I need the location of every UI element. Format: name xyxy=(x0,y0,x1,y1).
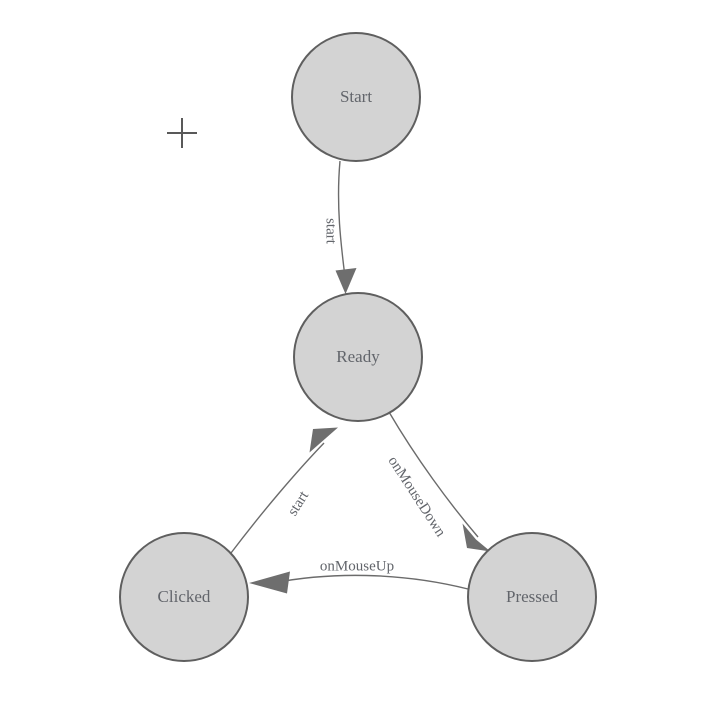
node-circle xyxy=(467,532,597,662)
node-label-ready: Ready xyxy=(336,347,380,366)
node-ready[interactable]: Ready xyxy=(293,292,423,422)
edge-path xyxy=(230,442,325,554)
arrowhead-icon xyxy=(335,268,357,294)
node-label-start: Start xyxy=(340,87,372,106)
node-pressed[interactable]: Pressed xyxy=(467,532,597,662)
arrowhead-icon xyxy=(462,523,491,552)
edge-label-clicked-to-ready: start xyxy=(285,488,313,519)
edge-label-ready-to-pressed: onMouseDown xyxy=(385,454,449,541)
arrowhead-icon xyxy=(309,427,338,453)
edge-path xyxy=(272,574,469,590)
node-circle xyxy=(119,532,249,662)
plus-marker[interactable] xyxy=(167,118,197,148)
edge-label-pressed-to-clicked: onMouseUp xyxy=(320,558,394,574)
edge-start-to-ready[interactable]: start xyxy=(323,160,357,294)
node-clicked[interactable]: Clicked xyxy=(119,532,249,662)
edge-pressed-to-clicked[interactable]: onMouseUp xyxy=(249,558,469,594)
edge-path xyxy=(388,411,479,538)
node-layer: Start Ready Clicked Pressed xyxy=(119,32,597,662)
node-circle xyxy=(293,292,423,422)
node-label-clicked: Clicked xyxy=(158,587,211,606)
edge-path xyxy=(337,160,346,278)
node-label-pressed: Pressed xyxy=(506,587,558,606)
node-circle xyxy=(291,32,421,162)
arrowhead-icon xyxy=(249,571,290,594)
edge-clicked-to-ready[interactable]: start xyxy=(230,427,338,554)
edge-ready-to-pressed[interactable]: onMouseDown xyxy=(385,411,491,552)
edge-label-start-to-ready: start xyxy=(323,218,339,245)
node-start[interactable]: Start xyxy=(291,32,421,162)
